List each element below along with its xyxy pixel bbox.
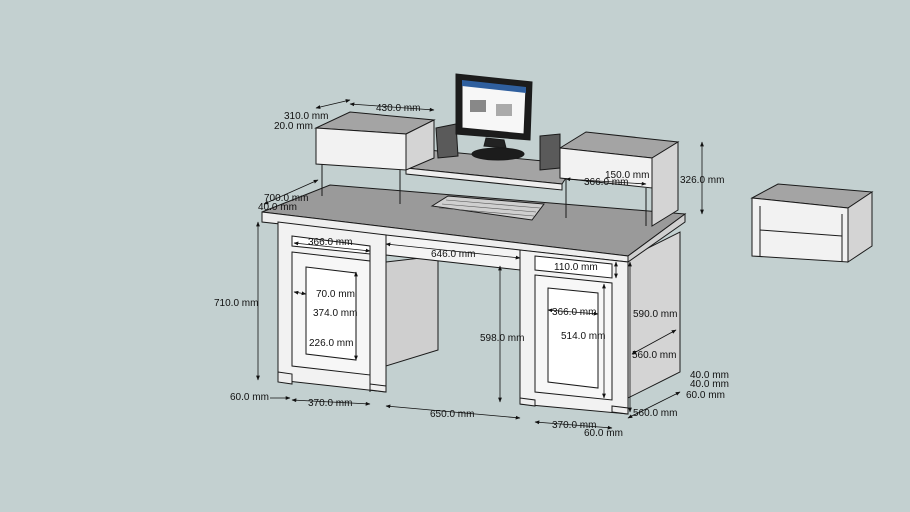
dim-knee-width: 650.0 mm <box>430 409 474 420</box>
hutch-center-shelf-edge <box>405 167 563 191</box>
separate-hutch-shelf-line <box>759 229 843 237</box>
dim-door-panel-height: 374.0 mm <box>313 308 357 319</box>
dim-foot-60-left: 60.0 mm <box>230 392 269 403</box>
monitor-base <box>471 147 525 161</box>
dim-knee-height: 598.0 mm <box>480 333 524 344</box>
dim-hutch-left-depth: 310.0 mm <box>284 111 328 122</box>
dimension-labels: 310.0 mm 430.0 mm 20.0 mm 700.0 mm 40.0 … <box>214 103 729 439</box>
monitor-screen <box>461 79 527 135</box>
dim-right-drawer-height: 110.0 mm <box>554 262 598 273</box>
desk-top-side-edge <box>627 213 686 263</box>
dimension-lines <box>256 99 704 430</box>
dim-side-depth-inner: 560.0 mm <box>632 350 676 361</box>
dim-hutch-height: 326.0 mm <box>680 175 724 186</box>
dim-side-height: 590.0 mm <box>633 309 677 320</box>
dim-hutch-left-thk: 20.0 mm <box>274 121 313 132</box>
speaker-right <box>539 133 561 171</box>
leg-front-left <box>277 371 293 385</box>
dim-right-door-width: 366.0 mm <box>552 307 596 318</box>
dim-desk-height: 710.0 mm <box>214 298 258 309</box>
dim-side-depth: 560.0 mm <box>633 408 677 419</box>
dim-door-panel-bottom: 226.0 mm <box>309 338 353 349</box>
dim-hutch-shelf-width: 430.0 mm <box>376 103 420 114</box>
dim-foot-40a: 40.0 mm <box>690 370 729 381</box>
leg-front-mid-right <box>519 397 536 407</box>
dim-right-pedestal-width: 370.0 mm <box>552 420 596 431</box>
dim-hutch-width-right: 366.0 mm <box>584 177 628 188</box>
monitor-screen-image-2 <box>496 104 512 116</box>
knee-back-panel <box>385 255 439 367</box>
monitor-screen-header <box>462 80 526 93</box>
leg-front-mid-left <box>369 383 387 393</box>
dim-foot-60-right: 60.0 mm <box>686 390 725 401</box>
left-hutch-front <box>315 127 407 171</box>
dim-foot-60-bottom: 60.0 mm <box>584 428 623 439</box>
dim-right-door-height: 514.0 mm <box>561 331 605 342</box>
keyboard-keys <box>438 199 541 217</box>
dim-door-frame: 70.0 mm <box>316 289 355 300</box>
separate-hutch-model <box>750 183 874 263</box>
dim-foot-40b: 40.0 mm <box>690 379 729 390</box>
dim-desk-depth: 700.0 mm <box>264 193 308 204</box>
monitor-screen-image <box>470 100 486 112</box>
right-pedestal-drawer <box>534 255 613 279</box>
dim-top-thk: 40.0 mm <box>258 202 297 213</box>
dim-hutch-inner: 150.0 mm <box>605 170 649 181</box>
left-hutch-side <box>405 119 435 171</box>
separate-hutch-side <box>847 191 873 263</box>
speaker-left <box>435 123 459 159</box>
dim-center-width: 646.0 mm <box>431 249 475 260</box>
right-hutch-side <box>651 141 679 227</box>
monitor-stand <box>483 137 507 149</box>
dim-left-pedestal-width: 370.0 mm <box>308 398 352 409</box>
dim-left-drawer-width: 366.0 mm <box>308 237 352 248</box>
leg-front-right <box>611 405 629 415</box>
